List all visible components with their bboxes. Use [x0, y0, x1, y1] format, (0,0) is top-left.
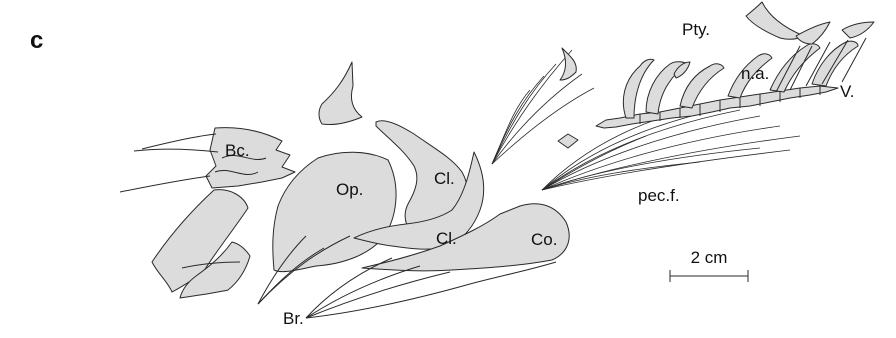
- vertebral-column: [595, 85, 839, 129]
- opercle: [272, 151, 397, 273]
- lower-left-bones: [119, 175, 251, 299]
- pectoral-fin-rays: [541, 103, 801, 191]
- label-pterygiophores: Pty.: [682, 20, 710, 39]
- small-fragment-c: [673, 61, 691, 79]
- small-fragment-b: [557, 133, 579, 149]
- scale-bar-label: 2 cm: [691, 248, 728, 267]
- cleithrum-lower: [353, 151, 485, 250]
- label-pectoral-fin: pec.f.: [638, 186, 680, 205]
- label-coracoid: Co.: [531, 230, 557, 249]
- label-cleithrum-upper: Cl.: [434, 169, 455, 188]
- dorsal-fan-rays: [491, 49, 595, 165]
- label-cleithrum-lower: Cl.: [436, 229, 457, 248]
- pterygiophores: [745, 1, 875, 93]
- label-neural-arches: n.a.: [741, 64, 769, 83]
- label-braincase: Bc.: [225, 141, 250, 160]
- panel-letter: c: [30, 27, 43, 54]
- small-fragment-a: [559, 47, 577, 81]
- coracoid: [361, 203, 570, 272]
- isolated-bone-fragment: [318, 61, 363, 125]
- label-vertebrae: V.: [840, 82, 855, 101]
- label-opercle: Op.: [336, 180, 363, 199]
- label-branchiostegals: Br.: [283, 309, 304, 328]
- branchiostegal-rays: [257, 235, 557, 319]
- braincase: [133, 127, 296, 189]
- scale-bar: 2 cm: [669, 248, 749, 282]
